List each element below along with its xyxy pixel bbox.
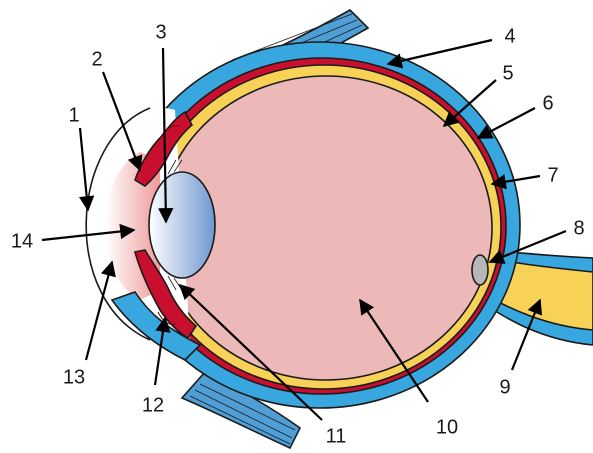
optic-disc xyxy=(472,255,488,285)
label-10: 10 xyxy=(436,416,458,438)
label-12: 12 xyxy=(142,394,164,416)
label-6: 6 xyxy=(542,92,553,114)
arrow-13 xyxy=(86,262,112,360)
label-13: 13 xyxy=(63,366,85,388)
lens xyxy=(149,172,215,278)
label-5: 5 xyxy=(502,62,513,84)
label-11: 11 xyxy=(326,425,347,447)
label-7: 7 xyxy=(547,164,558,186)
label-14: 14 xyxy=(11,230,33,252)
arrow-1 xyxy=(80,128,88,210)
arrow-4 xyxy=(388,40,492,64)
label-2: 2 xyxy=(91,48,102,70)
label-9: 9 xyxy=(499,376,510,398)
label-3: 3 xyxy=(155,21,166,43)
label-4: 4 xyxy=(504,25,515,47)
label-8: 8 xyxy=(573,217,584,239)
label-1: 1 xyxy=(68,104,79,126)
